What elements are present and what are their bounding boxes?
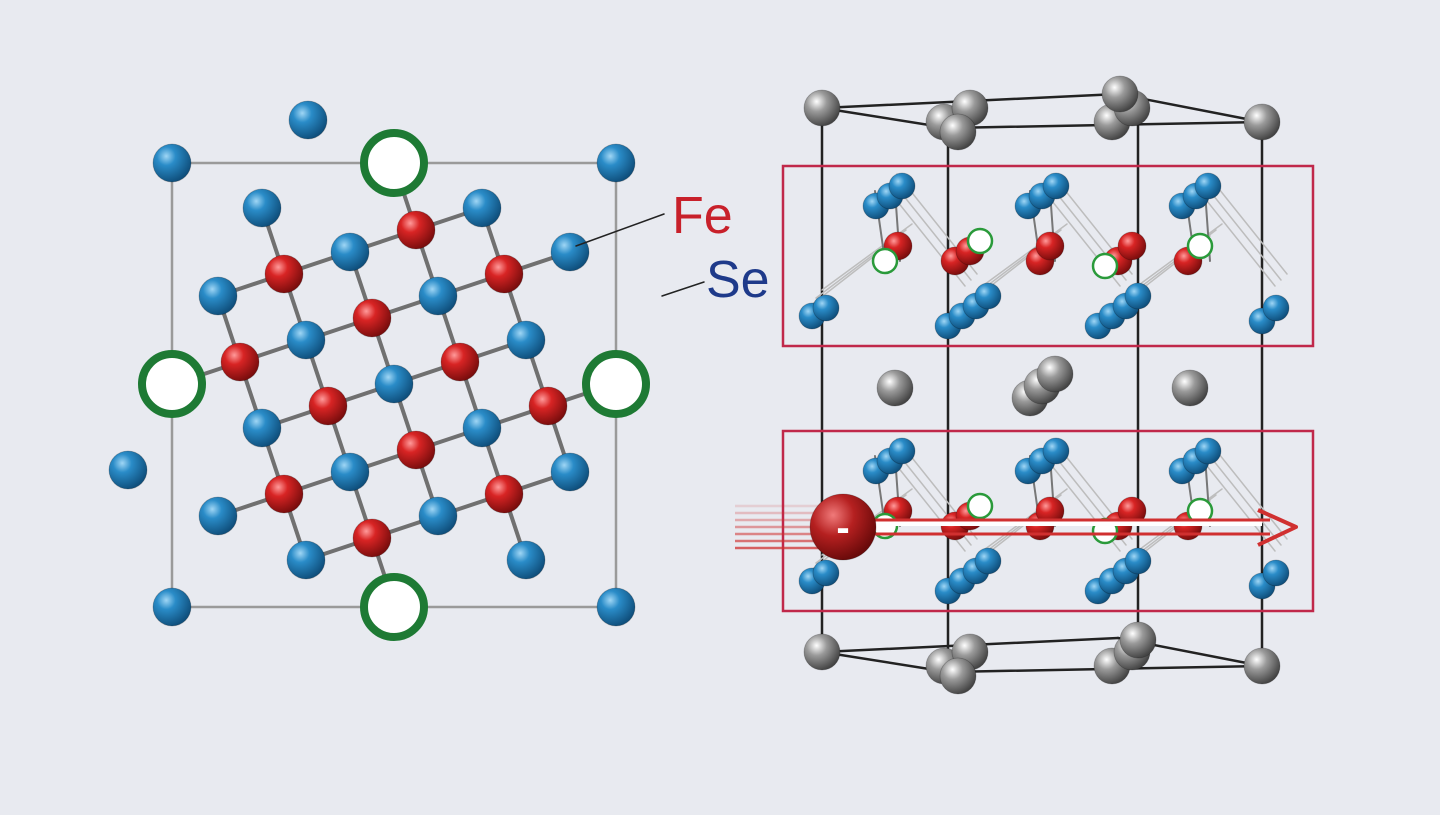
- se-label: Se: [706, 251, 770, 309]
- right-arrow-icon: [1257, 508, 1298, 547]
- fe-atom: [396, 430, 436, 470]
- se-atom: [550, 232, 590, 272]
- fe-atom: [484, 254, 524, 294]
- fe-atom: [1117, 231, 1147, 261]
- se-atom: [330, 232, 370, 272]
- fe-atom: [264, 254, 304, 294]
- fe-vacancy-icon: [1186, 232, 1214, 260]
- fe-atom: [528, 386, 568, 426]
- spacer-atom: [803, 89, 841, 127]
- se-atom: [286, 540, 326, 580]
- fe-vacancy-icon: [138, 350, 206, 418]
- intercalated-side-view: -: [735, 75, 1315, 695]
- fese-layer-top-view: [108, 100, 650, 641]
- fe-vacancy-icon: [1091, 252, 1119, 280]
- se-atom: [888, 172, 916, 200]
- fe-atom: [308, 386, 348, 426]
- label-leader-lines: [575, 213, 705, 297]
- se-atom: [506, 540, 546, 580]
- se-atom: [462, 188, 502, 228]
- se-atom: [330, 452, 370, 492]
- layer-bond: [1206, 438, 1288, 540]
- fe-leader-line: [575, 213, 665, 247]
- fese-layer-box: [781, 164, 1315, 348]
- spacer-atom: [876, 369, 914, 407]
- fe-atom: [352, 518, 392, 558]
- se-atom: [1262, 294, 1290, 322]
- electron-charge-icon: [809, 493, 877, 561]
- se-atom: [418, 276, 458, 316]
- se-atom: [1194, 172, 1222, 200]
- fe-vacancy-icon: [871, 247, 899, 275]
- fe-atom: [220, 342, 260, 382]
- fese-layer-box: [781, 429, 1315, 613]
- fe-atom: [440, 342, 480, 382]
- se-atom: [374, 364, 414, 404]
- se-atom: [1124, 547, 1152, 575]
- se-atom: [286, 320, 326, 360]
- se-atom: [152, 143, 192, 183]
- se-atom: [1042, 437, 1070, 465]
- fe-vacancy-icon: [966, 227, 994, 255]
- se-atom: [812, 559, 840, 587]
- spacer-atom: [939, 113, 977, 151]
- spacer-atom: [1036, 355, 1074, 393]
- fe-atom: [396, 210, 436, 250]
- spacer-atom: [1101, 75, 1139, 113]
- electron-flow: -: [735, 493, 1298, 561]
- se-atom: [288, 100, 328, 140]
- fe-atom: [1035, 231, 1065, 261]
- se-atom: [152, 587, 192, 627]
- layer-bond: [1194, 185, 1276, 287]
- se-atom: [1042, 172, 1070, 200]
- fe-atom: [264, 474, 304, 514]
- se-atom: [888, 437, 916, 465]
- fe-vacancy-icon: [966, 492, 994, 520]
- se-leader-line: [661, 281, 705, 297]
- fe-vacancy-icon: [360, 129, 428, 197]
- se-atom: [242, 408, 282, 448]
- spacer-atom: [939, 657, 977, 695]
- spacer-atom: [1171, 369, 1209, 407]
- spacer-atom: [1119, 621, 1157, 659]
- se-atom: [198, 276, 238, 316]
- fe-vacancy-icon: [582, 350, 650, 418]
- fese-layer: [798, 172, 1290, 340]
- se-atom: [1262, 559, 1290, 587]
- se-atom: [418, 496, 458, 536]
- se-atom: [462, 408, 502, 448]
- spacer-atom: [1243, 103, 1281, 141]
- layer-bond: [1206, 173, 1288, 275]
- fe-atom: [352, 298, 392, 338]
- se-atom: [1194, 437, 1222, 465]
- se-atom: [242, 188, 282, 228]
- fe-label: Fe: [672, 187, 733, 245]
- spacer-atom: [1243, 647, 1281, 685]
- se-atom: [550, 452, 590, 492]
- fe-atom: [484, 474, 524, 514]
- se-atom: [1124, 282, 1152, 310]
- se-atom: [198, 496, 238, 536]
- se-atom: [108, 450, 148, 490]
- fe-vacancy-icon: [360, 573, 428, 641]
- se-atom: [812, 294, 840, 322]
- spacer-atom: [803, 633, 841, 671]
- arrow-shaft-highlight: [862, 520, 1262, 526]
- se-atom: [596, 587, 636, 627]
- se-atom: [596, 143, 636, 183]
- electron-charge-symbol: -: [836, 506, 849, 550]
- se-atom: [974, 547, 1002, 575]
- se-atom: [506, 320, 546, 360]
- se-atom: [974, 282, 1002, 310]
